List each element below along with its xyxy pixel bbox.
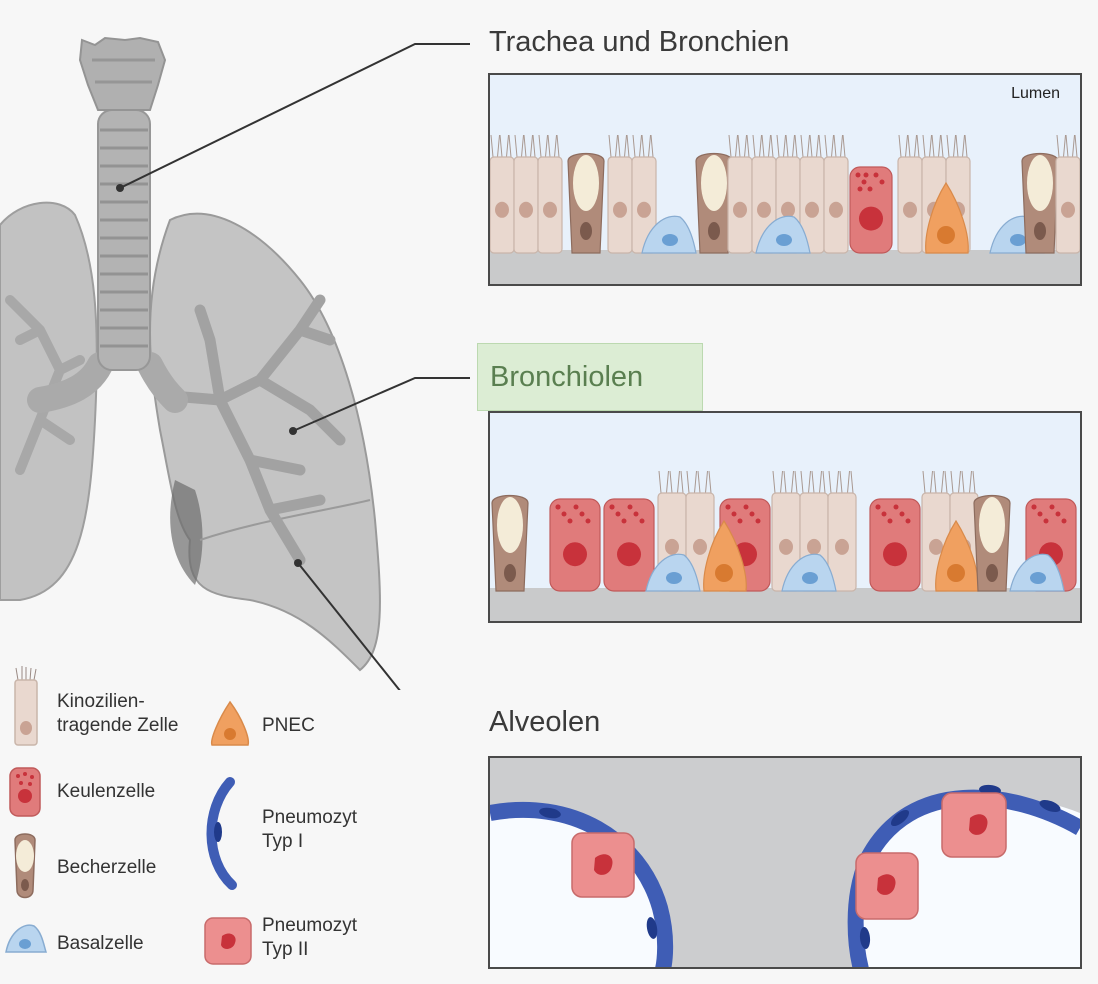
club-cell bbox=[869, 498, 921, 592]
trachea-epithelium bbox=[490, 134, 1080, 284]
lung-illustration bbox=[0, 36, 470, 690]
goblet-cell bbox=[1021, 152, 1059, 254]
ciliated-cell bbox=[631, 134, 657, 254]
goblet-cell bbox=[695, 152, 733, 254]
panel-bronchioles bbox=[488, 411, 1082, 623]
basal-cell bbox=[1009, 553, 1065, 592]
heading-bronchioles: Bronchiolen bbox=[477, 343, 703, 411]
ciliated-cell bbox=[607, 134, 633, 254]
ciliated-cell-icon bbox=[14, 666, 38, 746]
pnec-icon bbox=[210, 700, 250, 746]
type2-pneumocyte-icon bbox=[204, 917, 252, 965]
ciliated-cell bbox=[1055, 134, 1080, 254]
pnec-cell bbox=[935, 519, 979, 592]
ciliated-cell bbox=[827, 470, 857, 592]
club-cell bbox=[849, 166, 893, 254]
ciliated-cell bbox=[513, 134, 539, 254]
basal-cell bbox=[645, 553, 701, 592]
legend-goblet-label: Becherzelle bbox=[57, 857, 157, 878]
legend-basal-label: Basalzelle bbox=[57, 933, 144, 954]
panel-alveoli bbox=[488, 756, 1082, 969]
heading-alveoli: Alveolen bbox=[489, 706, 601, 738]
club-cell bbox=[603, 498, 655, 592]
legend-ciliated-label: Kinozilien-tragende Zelle bbox=[57, 691, 179, 736]
type2-cell-right-top bbox=[941, 792, 1007, 858]
pnec-cell bbox=[703, 519, 747, 592]
right-lung bbox=[149, 212, 381, 672]
type2-cell-right-bottom bbox=[855, 852, 919, 920]
pnec-cell bbox=[925, 181, 969, 254]
bronchiole-epithelium bbox=[490, 470, 1080, 621]
basal-cell-icon bbox=[5, 924, 48, 953]
type2-cell-left bbox=[571, 832, 635, 898]
heading-trachea: Trachea und Bronchien bbox=[489, 26, 790, 58]
legend-icons bbox=[5, 666, 252, 965]
ciliated-cell bbox=[897, 134, 923, 254]
club-cell-icon bbox=[9, 767, 41, 817]
ciliated-cell bbox=[727, 134, 753, 254]
club-cell bbox=[549, 498, 601, 592]
ciliated-cell bbox=[537, 134, 563, 254]
goblet-cell bbox=[491, 494, 529, 592]
legend-club-label: Keulenzelle bbox=[57, 781, 156, 802]
ciliated-cell bbox=[490, 134, 515, 254]
goblet-cell-icon bbox=[14, 833, 36, 899]
alveoli-illustration bbox=[490, 784, 1080, 967]
basal-cell bbox=[781, 553, 837, 592]
larynx bbox=[78, 36, 167, 111]
legend-pnec-label: PNEC bbox=[262, 715, 315, 736]
panel-trachea: Lumen bbox=[488, 73, 1082, 286]
ciliated-cell bbox=[823, 134, 849, 254]
type1-pneumocyte-icon bbox=[206, 777, 237, 890]
goblet-cell bbox=[567, 152, 605, 254]
basal-cell bbox=[755, 215, 811, 254]
goblet-cell bbox=[973, 494, 1011, 592]
ciliated-cell bbox=[799, 134, 825, 254]
lumen-label: Lumen bbox=[1011, 85, 1060, 102]
basal-cell bbox=[641, 215, 697, 254]
